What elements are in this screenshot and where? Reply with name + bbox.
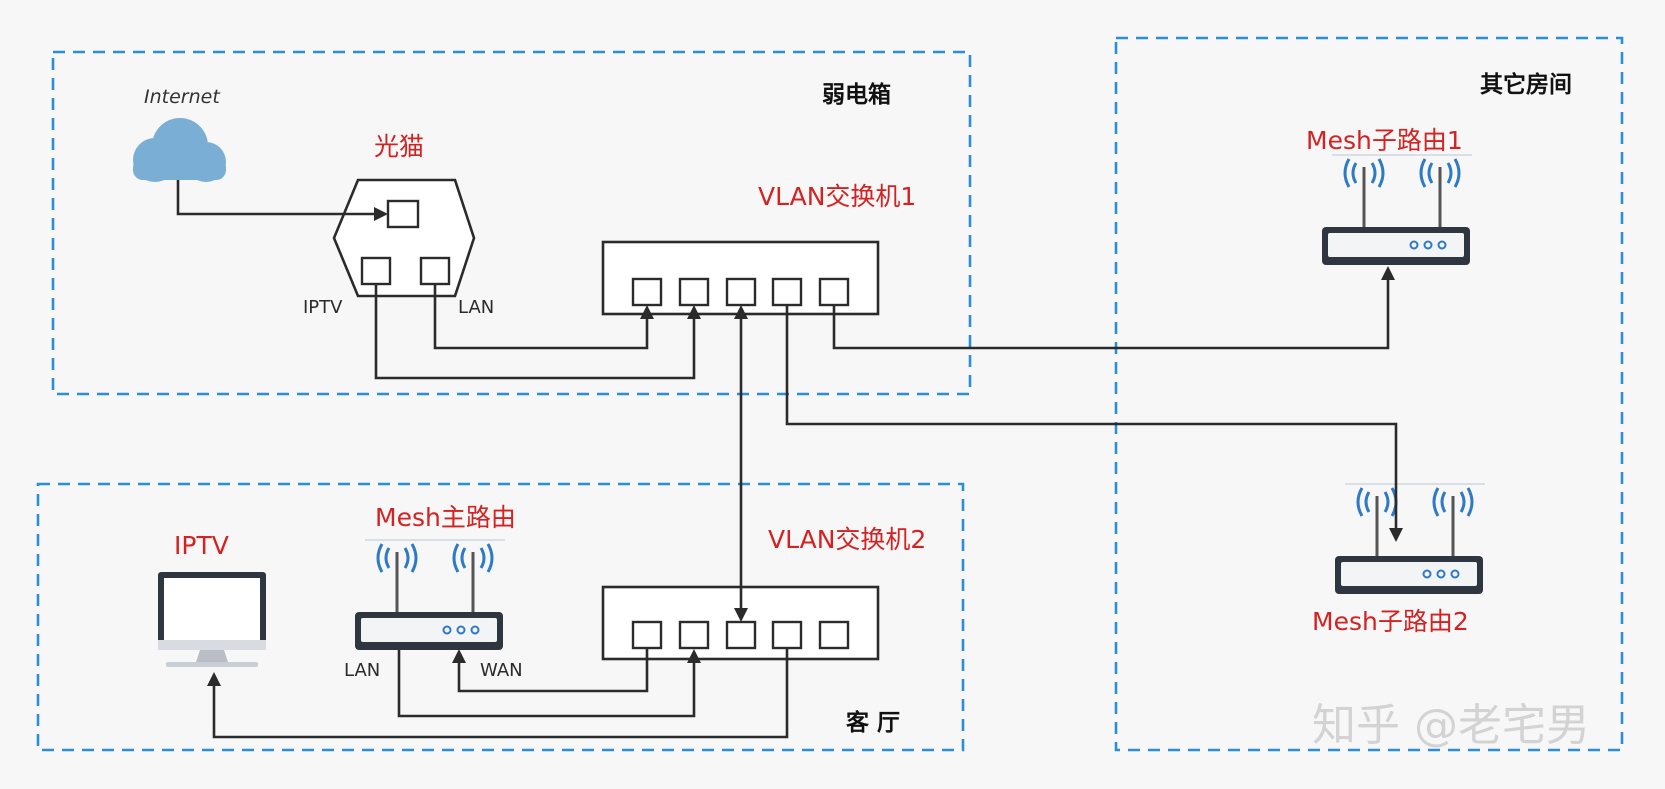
iptv-label: IPTV [174, 531, 229, 560]
link-modem-lan-switch1 [433, 284, 649, 350]
zone-cabinet [51, 50, 972, 396]
sub-router1-label: Mesh子路由1 [1306, 126, 1463, 155]
sub-router2-label: Mesh子路由2 [1312, 607, 1469, 636]
router-port-lan-label: LAN [344, 660, 380, 681]
modem-label: 光猫 [374, 132, 424, 161]
sub-router1-icon [1320, 153, 1474, 267]
zone-other-rooms [1114, 36, 1624, 752]
link-internet-modem [176, 180, 378, 216]
modem-port-lan [419, 256, 451, 286]
main-router-icon [353, 538, 507, 652]
zone-living-room-label: 客 厅 [846, 709, 900, 736]
link-switch2-router-wan [457, 648, 649, 693]
modem-port-wan [386, 199, 420, 229]
modem-port-lan-label: LAN [458, 297, 494, 318]
watermark: 知乎 @老宅男 [1312, 700, 1590, 751]
zone-living-room [36, 482, 965, 752]
main-router-label: Mesh主路由 [375, 503, 516, 532]
internet-label: Internet [144, 86, 221, 108]
router-port-wan-label: WAN [480, 660, 523, 681]
zone-other-rooms-label: 其它房间 [1480, 71, 1572, 98]
link-switch1-subrouter2 [785, 305, 1398, 530]
switch2-ports [631, 620, 850, 650]
link-modem-iptv-switch1 [374, 284, 696, 380]
modem-device [332, 178, 476, 298]
modem-port-iptv-label: IPTV [303, 297, 343, 318]
switch2-label: VLAN交换机2 [768, 525, 926, 554]
modem-port-iptv [360, 256, 392, 286]
monitor-icon [158, 572, 266, 667]
link-switch1-subrouter1 [832, 278, 1390, 350]
cloud-icon [133, 118, 226, 182]
link-switch2-iptv [212, 648, 789, 739]
link-router-lan-switch2 [397, 650, 696, 718]
switch1-label: VLAN交换机1 [758, 182, 916, 211]
sub-router2-icon [1333, 482, 1487, 596]
zone-cabinet-label: 弱电箱 [822, 81, 891, 108]
